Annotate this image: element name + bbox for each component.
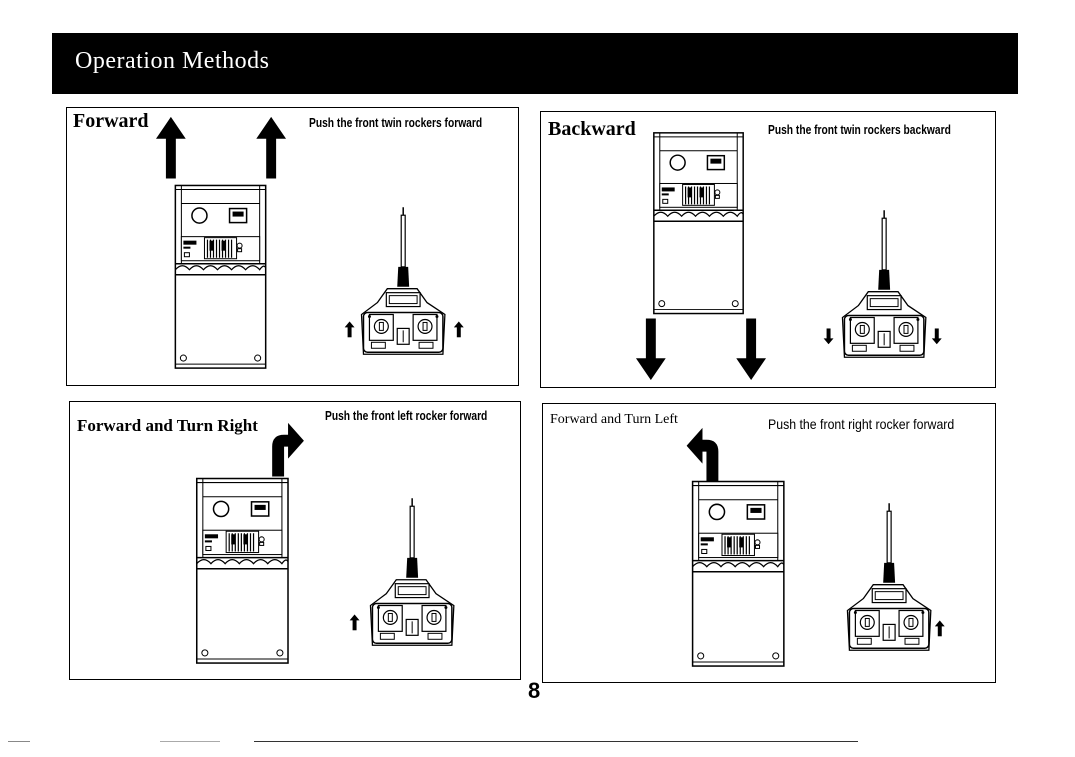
remote-control-icon	[362, 207, 445, 354]
down-arrow-icon	[932, 328, 942, 344]
down-arrow-icon	[824, 328, 834, 344]
page-title: Operation Methods	[75, 48, 269, 75]
up-arrow-icon	[935, 620, 945, 636]
safe-icon	[175, 185, 265, 368]
panel-forward-turn-left: Forward and Turn Left Push the front rig…	[542, 403, 996, 683]
turn-right-illustration	[70, 402, 520, 679]
page-number: 8	[528, 678, 540, 704]
remote-control-icon	[370, 498, 453, 645]
safe-icon	[654, 133, 743, 314]
turn-left-illustration	[543, 404, 995, 682]
backward-illustration	[541, 112, 995, 387]
safe-icon	[693, 482, 784, 667]
up-arrow-icon	[156, 117, 186, 179]
panel-backward: Backward Push the front twin rockers bac…	[540, 111, 996, 388]
turn-right-arrow-icon	[272, 423, 304, 477]
footer-rule	[160, 741, 220, 742]
remote-control-icon	[847, 503, 930, 650]
panel-forward: Forward Push the front twin rockers forw…	[66, 107, 519, 386]
up-arrow-icon	[345, 321, 355, 337]
up-arrow-icon	[454, 321, 464, 337]
down-arrow-icon	[636, 318, 666, 380]
turn-left-arrow-icon	[687, 428, 719, 482]
up-arrow-icon	[256, 117, 286, 179]
panel-forward-turn-right: Forward and Turn Right Push the front le…	[69, 401, 521, 680]
remote-control-icon	[842, 210, 925, 357]
footer-rule	[8, 741, 30, 742]
footer-rule	[254, 741, 858, 742]
down-arrow-icon	[736, 318, 766, 380]
up-arrow-icon	[350, 614, 360, 630]
forward-illustration	[67, 108, 518, 385]
safe-icon	[197, 479, 288, 664]
header-banner: Operation Methods	[52, 33, 1018, 94]
